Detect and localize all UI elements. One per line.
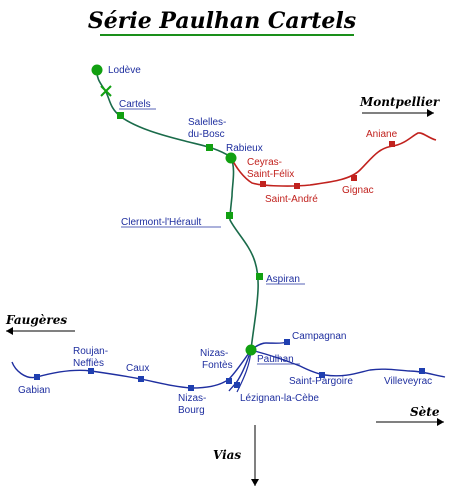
label-nizas-fontes-2: Fontès	[202, 360, 233, 371]
station-icon-lezignan	[234, 382, 240, 388]
crossed-swords-icon	[100, 85, 112, 97]
arrow-icon-vias	[251, 425, 259, 486]
direction-faugeres: Faugères	[5, 313, 67, 327]
label-villeveyrac: Villeveyrac	[384, 376, 432, 387]
label-nizas-fontes-1: Nizas-	[200, 348, 228, 359]
station-icon-saint-andre	[294, 183, 300, 189]
blue-line-paulhan-vias	[228, 349, 252, 392]
terminus-icon-lodeve	[91, 64, 103, 76]
station-icon-gabian	[34, 374, 40, 380]
station-icon-cartels	[117, 112, 124, 119]
station-icon-roujan	[88, 368, 94, 374]
label-ceyras-1: Ceyras-	[247, 157, 282, 168]
label-saint-andre: Saint-André	[265, 194, 318, 205]
label-nizas-bourg-1: Nizas-	[178, 393, 206, 404]
label-roujan-1: Roujan-	[73, 346, 108, 357]
label-clermont: Clermont-l'Hérault	[121, 217, 201, 228]
station-icon-campagnan	[284, 339, 290, 345]
station-icon-aspiran	[256, 273, 263, 280]
label-cartels: Cartels	[119, 99, 151, 110]
direction-sete: Sète	[410, 405, 440, 419]
label-saint-pargoire: Saint-Pargoire	[289, 376, 353, 387]
station-icon-ceyras	[260, 181, 266, 187]
label-aspiran: Aspiran	[266, 274, 300, 285]
label-salelles-1: Salelles-	[188, 117, 226, 128]
label-gabian: Gabian	[18, 385, 50, 396]
station-icon-saint-pargoire	[319, 372, 325, 378]
label-nizas-bourg-2: Bourg	[178, 405, 205, 416]
label-gignac: Gignac	[342, 185, 374, 196]
red-line-rabieux-aniane	[230, 132, 437, 187]
blue-line-paulhan-villeveyrac	[250, 349, 446, 378]
arrow-icon-faugeres	[6, 327, 75, 335]
station-icon-salelles	[206, 144, 213, 151]
green-line-lodeve-paulhan	[96, 69, 259, 351]
label-lodeve: Lodève	[108, 65, 141, 76]
label-caux: Caux	[126, 363, 149, 374]
direction-vias: Vias	[213, 448, 241, 462]
direction-montpellier: Montpellier	[359, 95, 441, 109]
blue-line-paulhan-campagnan	[250, 341, 288, 351]
arrow-icon-montpellier	[362, 109, 434, 117]
label-ceyras-2: Saint-Félix	[247, 169, 294, 180]
label-roujan-2: Neffiès	[73, 358, 104, 369]
label-lezignan: Lézignan-la-Cèbe	[240, 393, 319, 404]
label-paulhan: Paulhan	[257, 354, 294, 365]
station-icon-nizas-fontes	[226, 378, 232, 384]
station-icon-aniane	[389, 141, 395, 147]
map-title: Série Paulhan Cartels	[88, 8, 356, 34]
station-icon-nizas-bourg	[188, 385, 194, 391]
station-icon-villeveyrac	[419, 368, 425, 374]
label-aniane: Aniane	[366, 129, 398, 140]
label-salelles-2: du-Bosc	[188, 129, 225, 140]
label-campagnan: Campagnan	[292, 331, 346, 342]
terminus-icon-rabieux	[225, 152, 237, 164]
terminus-icon-paulhan	[245, 344, 257, 356]
label-rabieux: Rabieux	[226, 143, 263, 154]
arrow-icon-sete	[376, 418, 444, 426]
station-icon-caux	[138, 376, 144, 382]
station-icon-gignac	[351, 175, 357, 181]
station-icon-clermont	[226, 212, 233, 219]
